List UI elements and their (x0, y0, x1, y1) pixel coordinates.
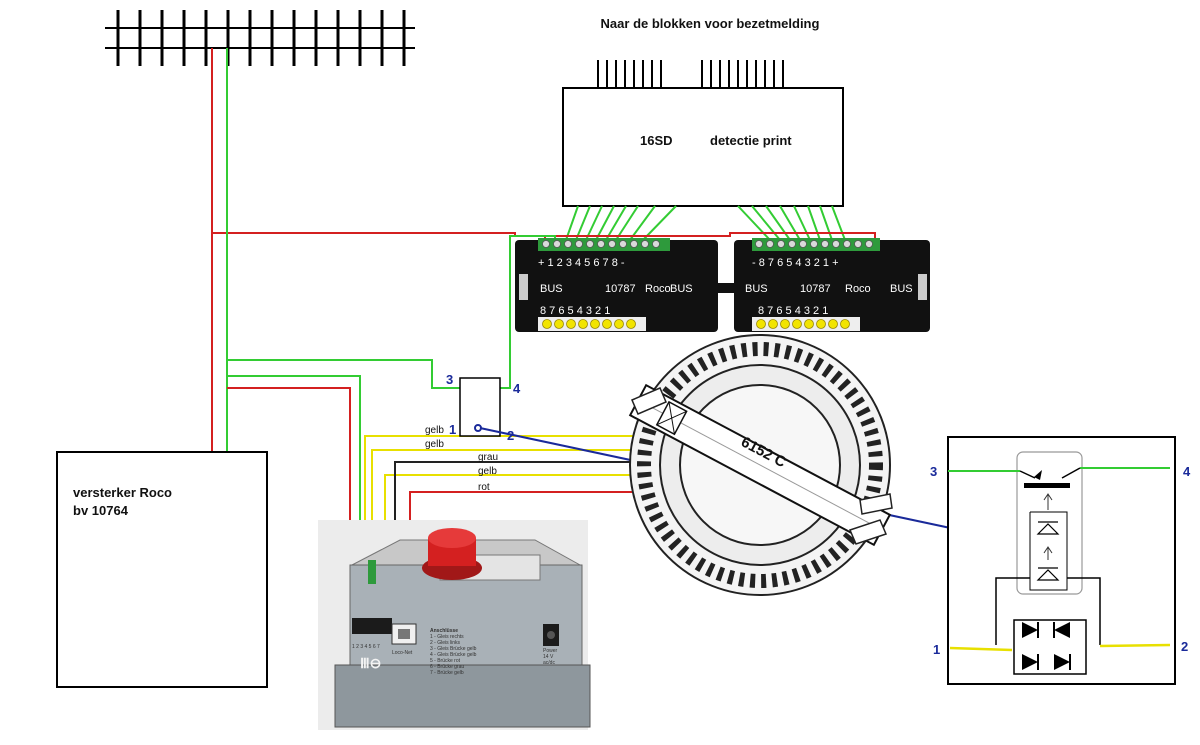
amplifier: versterker Roco bv 10764 (56, 451, 268, 688)
module-2-bottom-numbers: 8 7 6 5 4 3 2 1 (758, 305, 828, 317)
module-1-model: 10787 (605, 283, 636, 295)
anschluss-line-3: 3 - Gleis Brücke gelb (430, 646, 477, 652)
anschluss-line-4: 4 - Gleis Brücke gelb (430, 652, 477, 658)
power-line-1: Power (543, 648, 558, 654)
module-2-model: 10787 (800, 283, 831, 295)
controller-logo: Ⅲ⊖ (360, 655, 381, 671)
wire-label-grau: grau (478, 452, 498, 463)
detection-board-name: detectie print (710, 133, 792, 148)
wire-label-gelb-2: gelb (425, 439, 444, 450)
amplifier-line-2: bv 10764 (73, 503, 129, 518)
power-line-3: ac/dc (543, 660, 555, 666)
module-1-bus: BUS (540, 283, 563, 295)
schematic-pin-3: 3 (930, 464, 937, 479)
turntable-controller: 1 2 3 4 5 6 7 Loco-Net Ⅲ⊖ Anschlüsse 1 -… (318, 520, 591, 730)
anschluss-line-1: 1 - Gleis rechts (430, 634, 464, 640)
detection-module-2: - 8 7 6 5 4 3 2 1 + BUS 10787 Roco BUS 8… (734, 238, 930, 332)
controller-loconet: Loco-Net (392, 650, 413, 656)
optocoupler-schematic: 3 4 1 2 (930, 436, 1191, 685)
opto-pin-4: 4 (513, 381, 521, 396)
module-1-bottom-numbers: 8 7 6 5 4 3 2 1 (540, 305, 610, 317)
power-line-2: 14 V (543, 654, 554, 660)
detection-board: 16SD detectie print (562, 60, 844, 207)
anschluss-line-2: 2 - Gleis links (430, 640, 461, 646)
module-2-brand: Roco (845, 283, 871, 295)
detection-module-1: + 1 2 3 4 5 6 7 8 - BUS 10787 Roco BUS 8… (515, 238, 718, 332)
module-2-bus: BUS (745, 283, 768, 295)
amplifier-line-1: versterker Roco (73, 485, 172, 500)
turntable: 6152 C (628, 334, 893, 596)
wire-label-rot: rot (478, 482, 490, 493)
wire-label-gelb-3: gelb (478, 466, 497, 477)
opto-pin-3: 3 (446, 372, 453, 387)
module-1-bus-right: BUS (670, 283, 693, 295)
detection-board-model: 16SD (640, 133, 673, 148)
track (105, 10, 415, 66)
anschluss-line-5: 5 - Brücke rot (430, 658, 461, 664)
opto-pin-1: 1 (449, 422, 456, 437)
controller-anschluss-title: Anschlüsse (430, 628, 458, 634)
module-2-bus-right: BUS (890, 283, 913, 295)
top-label: Naar de blokken voor bezetmelding (601, 16, 820, 31)
module-2-top-terminals: - 8 7 6 5 4 3 2 1 + (752, 257, 839, 269)
detection-green-wires (565, 205, 846, 241)
anschluss-line-7: 7 - Brücke gelb (430, 670, 464, 676)
wire-label-gelb-1: gelb (425, 425, 444, 436)
schematic-pin-1: 1 (933, 642, 940, 657)
module-1-top-terminals: + 1 2 3 4 5 6 7 8 - (538, 257, 625, 269)
anschluss-line-6: 6 - Brücke grau (430, 664, 464, 670)
controller-connector-numbers: 1 2 3 4 5 6 7 (352, 644, 380, 650)
schematic-pin-2: 2 (1181, 639, 1188, 654)
bus-connector (718, 283, 736, 293)
schematic-pin-4: 4 (1183, 464, 1191, 479)
module-1-brand: Roco (645, 283, 671, 295)
